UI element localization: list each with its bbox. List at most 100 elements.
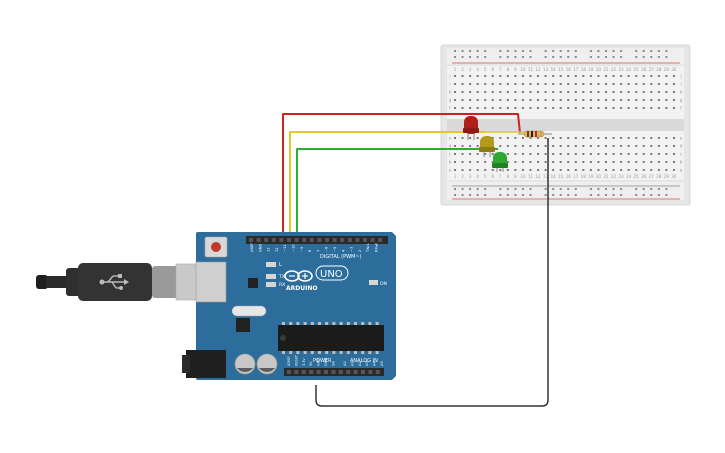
terminal-hole[interactable] — [559, 99, 562, 101]
terminal-hole[interactable] — [635, 161, 638, 163]
terminal-hole[interactable] — [484, 107, 487, 109]
terminal-hole[interactable] — [461, 145, 464, 147]
rail-hole[interactable] — [506, 56, 509, 58]
terminal-hole[interactable] — [567, 83, 570, 85]
terminal-hole[interactable] — [605, 153, 607, 155]
terminal-hole[interactable] — [612, 75, 615, 77]
terminal-hole[interactable] — [461, 161, 464, 163]
terminal-hole[interactable] — [672, 107, 675, 109]
terminal-hole[interactable] — [642, 137, 645, 139]
terminal-hole[interactable] — [567, 99, 570, 101]
rail-hole[interactable] — [521, 56, 524, 58]
terminal-hole[interactable] — [620, 153, 623, 155]
terminal-hole[interactable] — [544, 169, 547, 171]
terminal-hole[interactable] — [506, 137, 509, 139]
terminal-hole[interactable] — [552, 83, 555, 85]
terminal-hole[interactable] — [620, 169, 623, 171]
terminal-hole[interactable] — [635, 75, 638, 77]
terminal-hole[interactable] — [514, 99, 517, 101]
terminal-hole[interactable] — [612, 83, 615, 85]
terminal-hole[interactable] — [582, 161, 585, 163]
terminal-hole[interactable] — [589, 161, 592, 163]
terminal-hole[interactable] — [597, 137, 600, 139]
terminal-hole[interactable] — [650, 91, 653, 93]
terminal-hole[interactable] — [672, 91, 675, 93]
terminal-hole[interactable] — [657, 161, 660, 163]
power-analog-pin[interactable] — [338, 370, 343, 374]
rail-hole[interactable] — [612, 50, 615, 52]
rail-hole[interactable] — [552, 188, 555, 190]
terminal-hole[interactable] — [544, 99, 547, 101]
terminal-hole[interactable] — [582, 83, 585, 85]
terminal-hole[interactable] — [605, 83, 607, 85]
terminal-hole[interactable] — [491, 107, 494, 109]
terminal-hole[interactable] — [635, 137, 638, 139]
rail-hole[interactable] — [529, 194, 532, 196]
terminal-hole[interactable] — [582, 107, 585, 109]
terminal-hole[interactable] — [574, 137, 577, 139]
rail-hole[interactable] — [567, 194, 570, 196]
rail-hole[interactable] — [605, 56, 607, 58]
terminal-hole[interactable] — [657, 145, 660, 147]
digital-pin[interactable] — [355, 238, 360, 242]
terminal-hole[interactable] — [635, 99, 638, 101]
rail-hole[interactable] — [469, 194, 472, 196]
rail-hole[interactable] — [612, 56, 615, 58]
rail-hole[interactable] — [642, 188, 645, 190]
terminal-hole[interactable] — [537, 137, 540, 139]
power-analog-pin[interactable] — [361, 370, 365, 374]
terminal-hole[interactable] — [627, 145, 630, 147]
terminal-hole[interactable] — [605, 91, 607, 93]
terminal-hole[interactable] — [657, 75, 660, 77]
terminal-hole[interactable] — [620, 83, 623, 85]
terminal-hole[interactable] — [574, 169, 577, 171]
terminal-hole[interactable] — [665, 169, 668, 171]
terminal-hole[interactable] — [612, 169, 615, 171]
rail-hole[interactable] — [454, 50, 456, 52]
terminal-hole[interactable] — [597, 161, 600, 163]
rail-hole[interactable] — [620, 188, 623, 190]
rail-hole[interactable] — [559, 188, 562, 190]
terminal-hole[interactable] — [559, 83, 562, 85]
terminal-hole[interactable] — [657, 99, 660, 101]
terminal-hole[interactable] — [544, 145, 547, 147]
terminal-hole[interactable] — [552, 91, 555, 93]
rail-hole[interactable] — [454, 188, 456, 190]
digital-pin[interactable] — [264, 238, 269, 242]
rail-hole[interactable] — [544, 50, 547, 52]
terminal-hole[interactable] — [582, 153, 585, 155]
terminal-hole[interactable] — [476, 91, 479, 93]
rail-hole[interactable] — [544, 56, 547, 58]
digital-pin[interactable] — [287, 238, 291, 242]
rail-hole[interactable] — [559, 56, 562, 58]
terminal-hole[interactable] — [514, 83, 517, 85]
terminal-hole[interactable] — [469, 107, 472, 109]
rail-hole[interactable] — [461, 56, 464, 58]
terminal-hole[interactable] — [672, 145, 675, 147]
terminal-hole[interactable] — [642, 75, 645, 77]
terminal-hole[interactable] — [650, 169, 653, 171]
usb-cable[interactable] — [36, 263, 207, 301]
terminal-hole[interactable] — [469, 83, 472, 85]
power-analog-pin[interactable] — [368, 370, 373, 374]
wire-red[interactable] — [282, 113, 521, 240]
terminal-hole[interactable] — [642, 83, 645, 85]
power-analog-pin[interactable] — [375, 370, 380, 374]
terminal-hole[interactable] — [597, 107, 600, 109]
rail-hole[interactable] — [499, 56, 502, 58]
terminal-hole[interactable] — [597, 91, 600, 93]
terminal-hole[interactable] — [499, 91, 502, 93]
rail-hole[interactable] — [484, 194, 487, 196]
rail-hole[interactable] — [544, 188, 547, 190]
terminal-hole[interactable] — [506, 107, 509, 109]
terminal-hole[interactable] — [574, 91, 577, 93]
terminal-hole[interactable] — [665, 75, 668, 77]
terminal-hole[interactable] — [529, 99, 532, 101]
terminal-hole[interactable] — [582, 99, 585, 101]
terminal-hole[interactable] — [514, 137, 517, 139]
terminal-hole[interactable] — [612, 137, 615, 139]
terminal-hole[interactable] — [559, 153, 562, 155]
terminal-hole[interactable] — [521, 153, 524, 155]
terminal-hole[interactable] — [665, 99, 668, 101]
rail-hole[interactable] — [461, 188, 464, 190]
